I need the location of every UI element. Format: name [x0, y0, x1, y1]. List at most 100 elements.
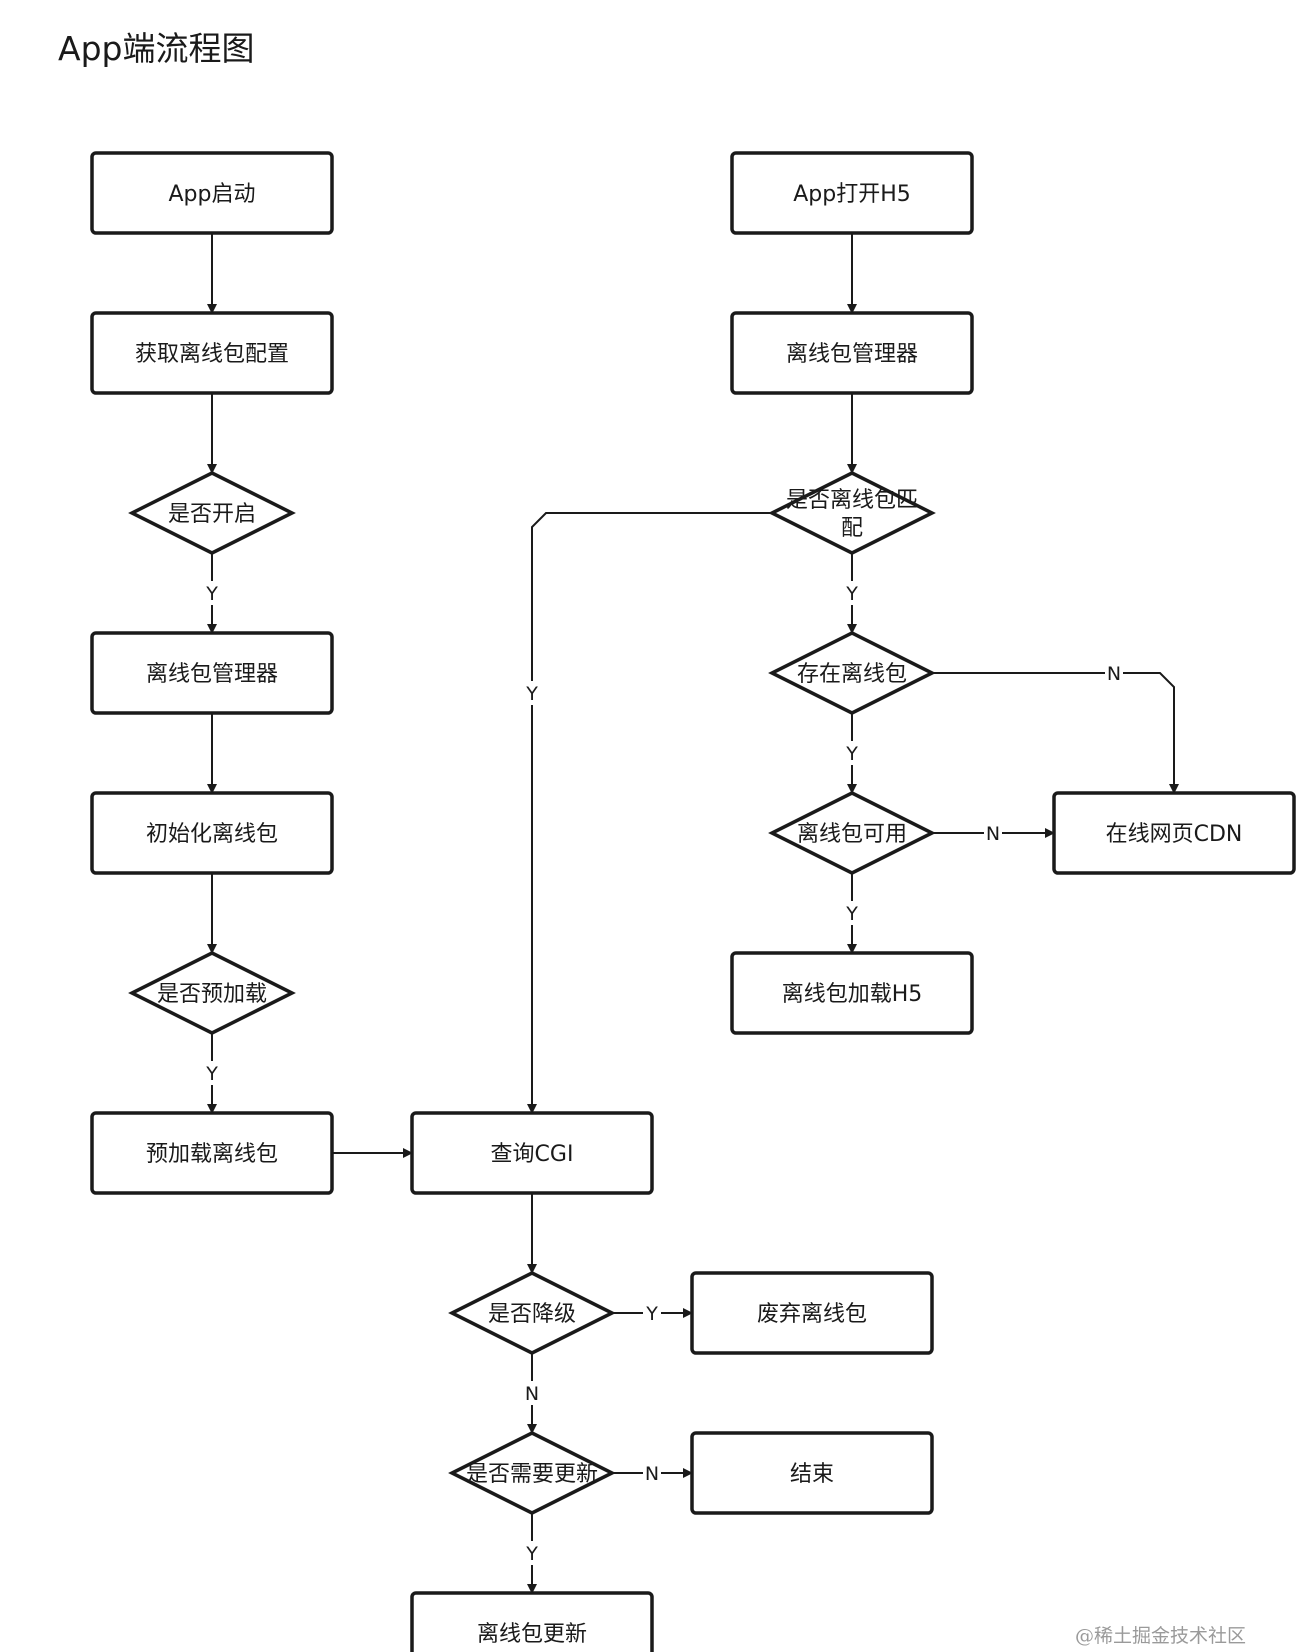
edge-label-bg: [643, 1461, 661, 1485]
edge-label-bg: [984, 821, 1002, 845]
process-box: [1052, 791, 1296, 875]
edge-is-enabled-to-manager-left: Y: [203, 553, 221, 634]
node-label: 在线网页CDN: [1106, 822, 1243, 847]
decision-diamond: [768, 631, 936, 715]
edge-label: Y: [845, 743, 858, 765]
node-need-update: 是否需要更新: [448, 1431, 616, 1515]
edge-package-usable-to-load-h5: Y: [843, 873, 861, 954]
edge-need-update-to-update-package: Y: [523, 1513, 541, 1594]
process-box: [730, 311, 974, 395]
process-box: [410, 1591, 654, 1652]
edge-label-bg: [843, 741, 861, 765]
node-label: 是否降级: [488, 1302, 576, 1327]
node-label: 获取离线包配置: [135, 342, 289, 367]
edge-label: Y: [525, 1543, 538, 1565]
decision-diamond: [448, 1271, 616, 1355]
edge-is-downgrade-to-need-update: N: [523, 1353, 541, 1434]
node-is-preload: 是否预加载: [128, 951, 296, 1035]
node-is-downgrade: 是否降级: [448, 1271, 616, 1355]
node-label: 预加载离线包: [146, 1142, 278, 1167]
watermark: @稀土掘金技术社区: [1074, 1625, 1246, 1647]
edge-package-usable-to-online-cdn: N: [932, 821, 1055, 845]
process-box: [90, 791, 334, 875]
node-online-cdn: 在线网页CDN: [1052, 791, 1296, 875]
edge-label-bg: [523, 681, 541, 705]
process-box: [90, 631, 334, 715]
node-label: 初始化离线包: [146, 822, 278, 847]
edge-label: N: [986, 823, 1000, 845]
edge-label-bg: [203, 581, 221, 605]
node-label: 结束: [790, 1462, 834, 1487]
process-box: [90, 1111, 334, 1195]
node-label: 查询CGI: [491, 1142, 574, 1167]
node-label: 配: [841, 516, 863, 541]
node-get-config: 获取离线包配置: [90, 311, 334, 395]
edge-line: [527, 512, 772, 1114]
edge-package-exists-to-online-cdn: N: [932, 661, 1179, 794]
edge-package-match-to-query-cgi: Y: [523, 512, 772, 1114]
edge-label: Y: [205, 583, 218, 605]
edge-label: Y: [845, 903, 858, 925]
edge-label-bg: [523, 1381, 541, 1405]
node-update-package: 离线包更新: [410, 1591, 654, 1652]
node-label: 离线包加载H5: [782, 982, 923, 1007]
node-manager-left: 离线包管理器: [90, 631, 334, 715]
edge-label: N: [645, 1463, 659, 1485]
decision-diamond: [448, 1431, 616, 1515]
edge-label-bg: [843, 901, 861, 925]
node-label: 是否预加载: [157, 982, 267, 1007]
edge-label: Y: [645, 1303, 658, 1325]
node-load-h5: 离线包加载H5: [730, 951, 974, 1035]
decision-diamond: [128, 951, 296, 1035]
process-box: [410, 1111, 654, 1195]
node-label: 是否需要更新: [466, 1462, 598, 1487]
edge-label: N: [1107, 663, 1121, 685]
page-title: App端流程图: [58, 29, 255, 68]
edge-label: N: [525, 1383, 539, 1405]
edge-label-bg: [523, 1541, 541, 1565]
decision-diamond: [128, 471, 296, 555]
node-label: 离线包管理器: [786, 342, 918, 367]
process-box: [90, 311, 334, 395]
edge-need-update-to-end: N: [612, 1461, 693, 1485]
node-manager-right: 离线包管理器: [730, 311, 974, 395]
edge-line: [932, 672, 1179, 794]
decision-diamond: [768, 791, 936, 875]
process-box: [690, 1271, 934, 1355]
node-label: 是否离线包匹: [786, 488, 918, 513]
edge-label: Y: [525, 683, 538, 705]
node-label: 存在离线包: [797, 662, 907, 687]
edge-label-bg: [203, 1061, 221, 1085]
process-box: [90, 151, 334, 235]
process-box: [730, 951, 974, 1035]
node-discard-package: 废弃离线包: [690, 1271, 934, 1355]
node-package-usable: 离线包可用: [768, 791, 936, 875]
node-label: App打开H5: [793, 182, 911, 207]
process-box: [730, 151, 974, 235]
node-label: 离线包管理器: [146, 662, 278, 687]
edge-label-bg: [643, 1301, 661, 1325]
edge-label-bg: [843, 581, 861, 605]
edge-package-exists-to-package-usable: Y: [843, 713, 861, 794]
process-box: [690, 1431, 934, 1515]
node-end: 结束: [690, 1431, 934, 1515]
edge-label: Y: [845, 583, 858, 605]
node-label: App启动: [169, 182, 256, 207]
node-label: 离线包可用: [797, 822, 907, 847]
node-app-start: App启动: [90, 151, 334, 235]
node-query-cgi: 查询CGI: [410, 1111, 654, 1195]
node-preload-package: 预加载离线包: [90, 1111, 334, 1195]
node-label: 废弃离线包: [757, 1302, 867, 1327]
node-label: 是否开启: [168, 502, 256, 527]
decision-diamond: [768, 471, 936, 555]
edge-label-bg: [1105, 661, 1123, 685]
edge-label: Y: [205, 1063, 218, 1085]
edge-package-match-to-package-exists: Y: [843, 553, 861, 634]
node-label: 离线包更新: [477, 1622, 587, 1647]
edge-is-preload-to-preload-package: Y: [203, 1033, 221, 1114]
node-package-exists: 存在离线包: [768, 631, 936, 715]
node-app-open-h5: App打开H5: [730, 151, 974, 235]
node-init-package: 初始化离线包: [90, 791, 334, 875]
